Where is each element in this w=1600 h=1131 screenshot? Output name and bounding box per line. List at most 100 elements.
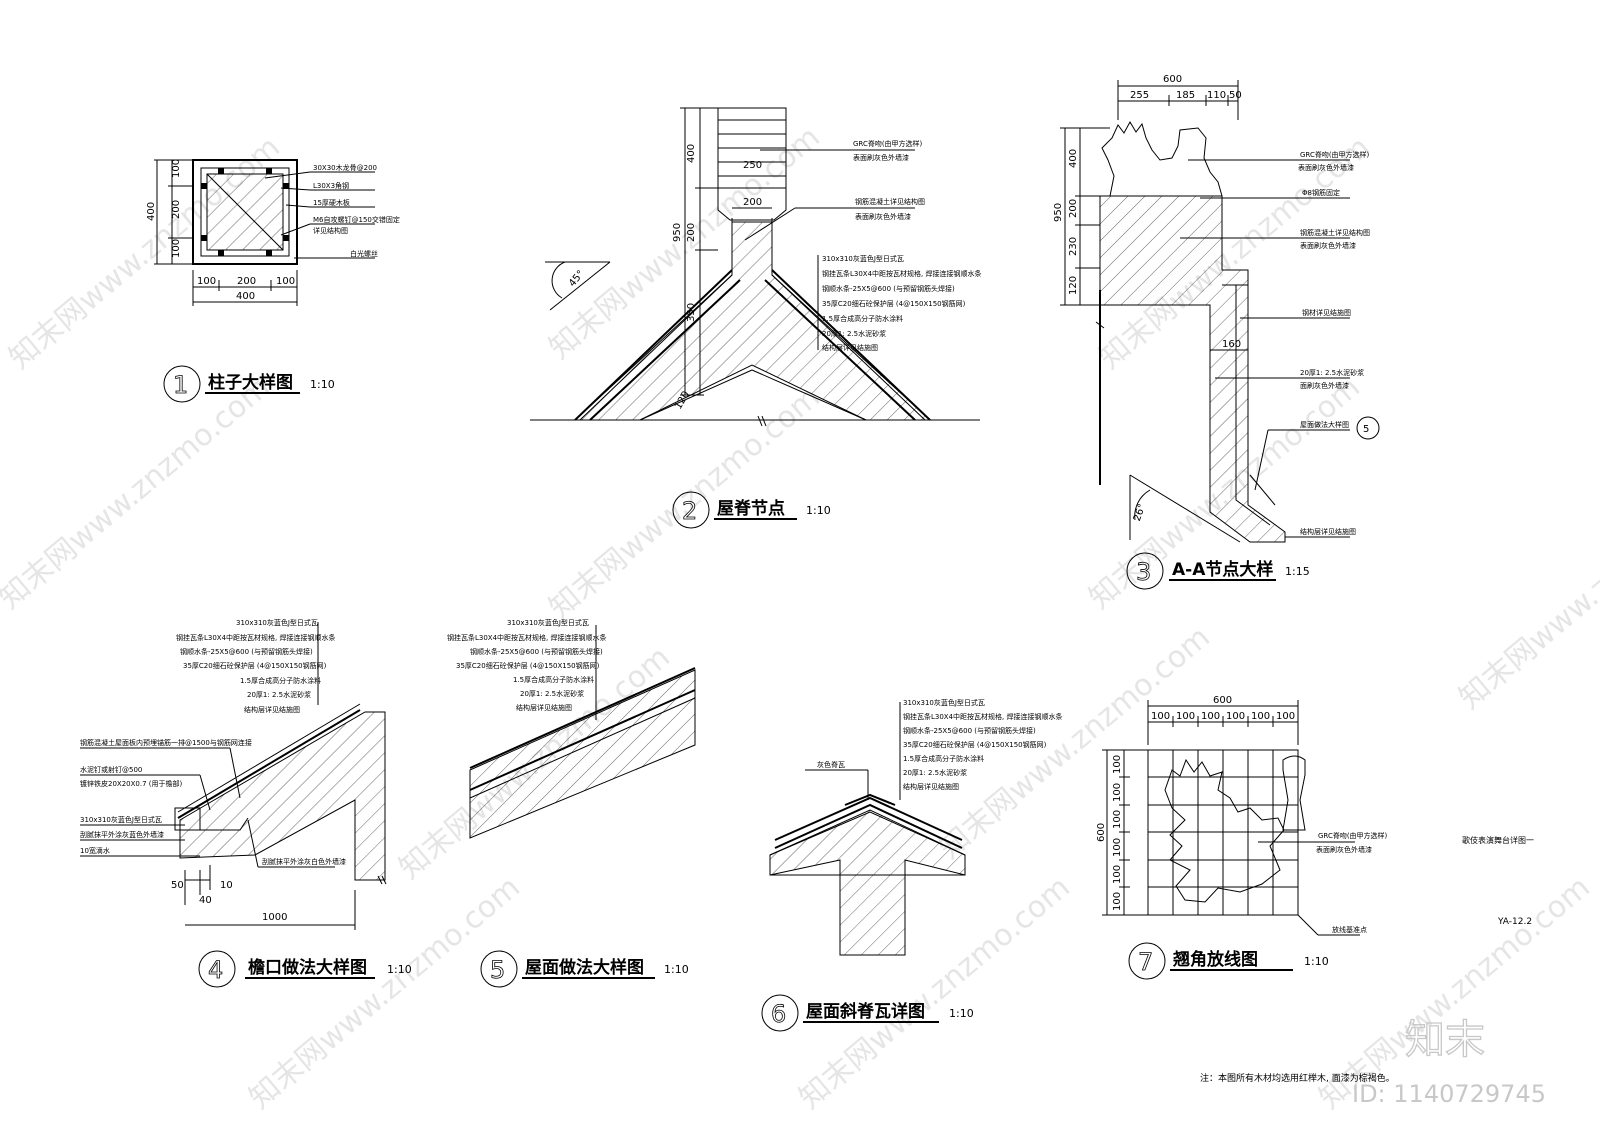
note: 灰色脊瓦 (817, 760, 845, 769)
detail-1-column-section: 100 200 100 400 100 200 100 400 30X30木龙骨… (146, 159, 400, 403)
dim: 100 (171, 159, 182, 178)
note: L30X3角钢 (313, 181, 349, 190)
layer-note: 35厚C20细石砼保护层 (4@150X150钢筋网) (183, 661, 327, 670)
note: 钢材详见结施图 (1302, 308, 1351, 317)
dim: 400 (146, 202, 157, 221)
note: 30X30木龙骨@200 (313, 163, 377, 172)
note: 白光螺丝 (350, 249, 378, 258)
detail-title: 柱子大样图 (208, 372, 293, 393)
layer-note: 35厚C20细石砼保护层 (4@150X150钢筋网) (822, 299, 966, 308)
dim: 100 (197, 276, 216, 287)
detail-number: 4 (208, 956, 223, 984)
detail-number: 6 (771, 1000, 786, 1028)
detail-scale: 1:10 (387, 963, 412, 976)
detail-5-roof: 310x310灰蓝色J型日式瓦 钢挂瓦条L30X4中距按瓦材规格, 焊接连接钢顺… (447, 618, 696, 988)
sheet-name: 歌伎表演舞台详图一 (1462, 835, 1534, 845)
detail-3-aa-node: 26° 600 255 185 110 50 400 200 230 120 9… (1053, 74, 1380, 590)
dim: 120 (1068, 276, 1079, 295)
footnote: 注：本图所有木材均选用红榉木, 面漆为棕褐色。 (1200, 1072, 1395, 1084)
note: 结构层详见结施图 (1300, 527, 1356, 536)
note: 刮腻抹平外涂灰蓝色外墙漆 (80, 830, 164, 839)
layer-note: 结构层详见结施图 (903, 782, 959, 791)
layer-note: 310x310灰蓝色J型日式瓦 (822, 254, 904, 263)
layer-note: 钢挂瓦条L30X4中距按瓦材规格, 焊接连接钢顺水条 (176, 633, 336, 642)
note: 钢筋混凝土详见结构图 (855, 197, 925, 206)
layer-note: 20厚1: 2.5水泥砂浆 (822, 329, 886, 338)
note: 镀锌铁皮20X20X0.7 (用于檐部) (80, 779, 182, 788)
dim: 100 (171, 239, 182, 258)
layer-note: 20厚1: 2.5水泥砂浆 (903, 768, 967, 777)
layer-note: 1.5厚合成高分子防水涂料 (903, 754, 984, 763)
layer-note: 钢顺水条-25X5@600 (与预留钢筋头焊接) (822, 284, 955, 293)
dim: 200 (743, 197, 762, 208)
image-id: ID: 1140729745 (1352, 1080, 1546, 1108)
dim: 100 (1251, 711, 1270, 722)
detail-title: 檐口做法大样图 (248, 957, 367, 978)
detail-number: 2 (682, 497, 697, 525)
dim: 185 (1176, 90, 1195, 101)
dim: 100 (1176, 711, 1195, 722)
note: 表面刷灰色外墙漆 (1300, 241, 1356, 250)
detail-title: 翘角放线图 (1172, 949, 1258, 970)
detail-title: A-A节点大样 (1172, 559, 1273, 580)
note: 钢筋混凝土详见结构图 (1300, 228, 1370, 237)
detail-4-eave: 310x310灰蓝色J型日式瓦 钢挂瓦条L30X4中距按瓦材规格, 焊接连接钢顺… (80, 618, 412, 988)
note: 表面刷灰色外墙漆 (853, 153, 909, 162)
detail-title: 屋面做法大样图 (525, 957, 644, 978)
note: Φ8钢筋固定 (1302, 188, 1340, 197)
detail-number: 1 (173, 371, 188, 399)
brand-watermark: 知末 ID: 1140729745 (1352, 1016, 1546, 1108)
layer-note: 结构层详见结施图 (516, 703, 572, 712)
note: 面刷灰色外墙漆 (1300, 381, 1349, 390)
layer-note: 钢顺水条-25X5@600 (与预留钢筋头焊接) (470, 647, 603, 656)
dim: 100 (1201, 711, 1220, 722)
dim: 600 (1096, 823, 1107, 842)
sheet-info: 歌伎表演舞台详图一 YA-12.2 注：本图所有木材均选用红榉木, 面漆为棕褐色… (1200, 835, 1534, 1084)
detail-scale: 1:10 (949, 1007, 974, 1020)
dim: 40 (199, 895, 212, 906)
detail-number: 5 (490, 956, 505, 984)
layer-note: 20厚1: 2.5水泥砂浆 (247, 690, 311, 699)
layer-note: 钢顺水条-25X5@600 (与预留钢筋头焊接) (903, 726, 1036, 735)
sheet-code: YA-12.2 (1497, 917, 1532, 927)
note: GRC脊吻(由甲方选样) (1318, 831, 1388, 840)
note: GRC脊吻(由甲方选样) (1300, 150, 1370, 159)
dim: 100 (276, 276, 295, 287)
dim: 100 (1112, 783, 1123, 802)
dim: 100 (1276, 711, 1295, 722)
note: 15厚硬木板 (313, 198, 350, 207)
dim: 200 (1068, 199, 1079, 218)
dim: 600 (1163, 74, 1182, 85)
note: GRC脊吻(由甲方选样) (853, 139, 923, 148)
dim: 110 (1207, 90, 1226, 101)
dim: 50 (171, 880, 184, 891)
dim: 100 (1151, 711, 1170, 722)
note: 310x310灰蓝色J型日式瓦 (80, 815, 162, 824)
layer-note: 结构层详见结施图 (822, 343, 878, 352)
note: 放线基准点 (1332, 925, 1367, 934)
detail-6-hip-ridge: 灰色脊瓦 310x310灰蓝色J型日式瓦 钢挂瓦条L30X4中距按瓦材规格, 焊… (761, 698, 1063, 1032)
note: M6自攻螺钉@150交错固定 (313, 215, 400, 224)
layer-note: 钢顺水条-25X5@600 (与预留钢筋头焊接) (180, 647, 313, 656)
layer-note: 20厚1: 2.5水泥砂浆 (520, 689, 584, 698)
note: 20厚1: 2.5水泥砂浆 (1300, 368, 1364, 377)
dim: 350 (686, 303, 697, 322)
dim: 230 (1068, 237, 1079, 256)
dim: 10 (220, 880, 233, 891)
dim: 250 (743, 160, 762, 171)
note: 屋面做法大样图 (1300, 420, 1349, 429)
dim: 950 (1053, 203, 1064, 222)
dim: 600 (1213, 695, 1232, 706)
detail-2-ridge-node: 45° 400 200 350 950 200 250 120 GRC脊吻(由甲… (530, 107, 982, 529)
layer-note: 310x310灰蓝色J型日式瓦 (507, 618, 589, 627)
dim: 100 (1112, 892, 1123, 911)
note: 10宽滴水 (80, 846, 110, 855)
dim: 400 (686, 144, 697, 163)
dim: 200 (171, 200, 182, 219)
dim: 160 (1222, 339, 1241, 350)
detail-scale: 1:10 (310, 378, 335, 391)
layer-note: 310x310灰蓝色J型日式瓦 (236, 618, 318, 627)
detail-scale: 1:15 (1285, 565, 1310, 578)
layer-note: 35厚C20细石砼保护层 (4@150X150钢筋网) (456, 661, 600, 670)
